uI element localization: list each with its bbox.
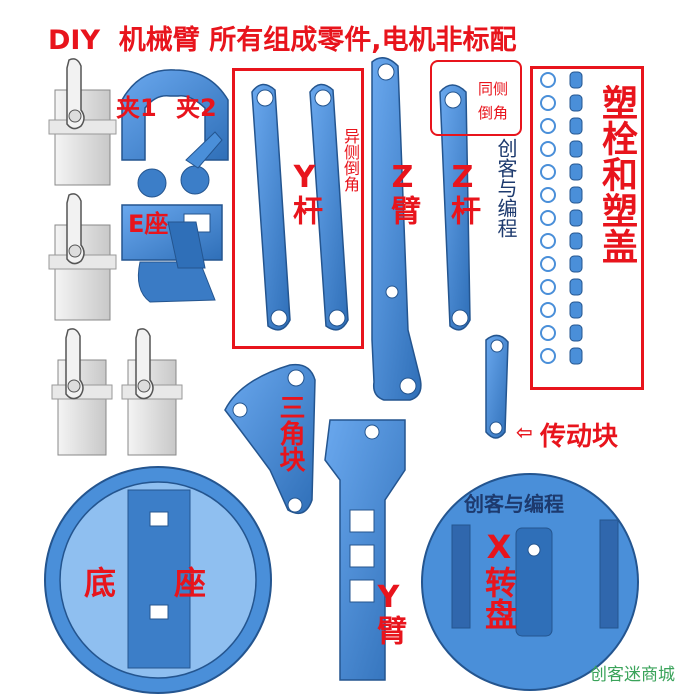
x-turntable [421, 473, 639, 691]
triangle-block [224, 363, 316, 515]
corner-brand: 创客迷商城 [590, 665, 675, 685]
label-base: 底座 [84, 564, 265, 602]
label-base-1: 底座 [84, 558, 264, 604]
servo-motor [48, 193, 117, 321]
label-clip2: 夹2 [176, 94, 217, 122]
label-plugs: 塑栓和塑盖 [596, 84, 637, 264]
label-triangle: 三角块 [275, 394, 305, 472]
label-opposite-chamfer: 异侧倒角 [341, 128, 360, 192]
y-rod-frame [232, 68, 364, 349]
plug-column [540, 72, 556, 364]
gripper-claw [121, 69, 229, 198]
label-e-seat: E座 [128, 210, 169, 238]
label-turntable-brand: 创客与编程 [464, 492, 564, 516]
page-title: DIY 机械臂 所有组成零件,电机非标配 [48, 25, 517, 56]
label-z-rod: Z杆 [445, 160, 480, 225]
servo-motor [51, 328, 113, 456]
label-side-watermark: 创客与编程 [494, 138, 518, 238]
arrow-icon: ⇦ [516, 420, 533, 444]
same-chamfer-frame [430, 60, 522, 136]
z-rod [439, 84, 471, 331]
base-ring [44, 466, 272, 694]
servo-motor [48, 58, 117, 186]
label-chamfer: 倒角 [478, 104, 509, 122]
y-rod [309, 83, 349, 331]
e-seat-part [121, 204, 223, 303]
label-clip1: 夹1 [116, 94, 157, 122]
label-x-turntable: X转盘 [476, 528, 522, 638]
y-arm [324, 419, 406, 681]
y-rod [251, 83, 291, 331]
servo-motor [121, 328, 183, 456]
label-z-arm: Z臂 [385, 160, 420, 225]
z-arm [371, 57, 422, 401]
label-y-rod: Y杆 [287, 160, 322, 225]
label-transmission: 传动块 [540, 422, 619, 452]
cap-column [569, 71, 583, 365]
transmission-block [485, 334, 509, 439]
plugs-frame [530, 66, 644, 390]
label-x-turntable-text: X转盘 [480, 528, 518, 630]
label-same-side: 同侧 [478, 80, 509, 98]
label-y-arm: Y臂 [371, 580, 406, 645]
